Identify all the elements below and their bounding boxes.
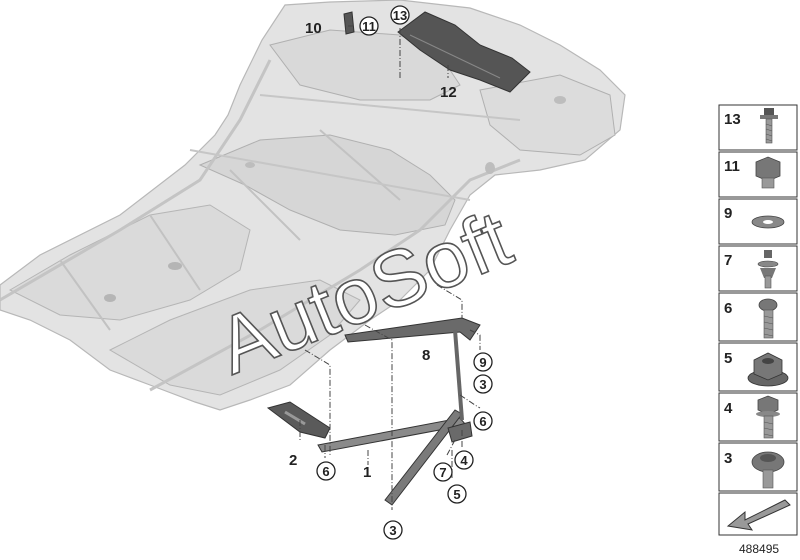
reinforcement-parts	[266, 11, 531, 506]
flange-nut-icon	[747, 352, 789, 387]
part-12-crossmember	[397, 11, 531, 93]
circled-callout-3: 3	[473, 374, 493, 394]
parts-nav-button[interactable]	[718, 492, 798, 536]
svg-text:9: 9	[479, 355, 486, 370]
hex-bolt-washer-icon	[760, 108, 778, 144]
circled-callout-3b: 3	[383, 520, 403, 540]
parts-item-4[interactable]: 4	[718, 392, 798, 442]
washer-icon	[751, 215, 785, 229]
circled-callouts: 11 13 9 3 6 4 6 7 5 3	[316, 5, 493, 540]
callout-2: 2	[289, 452, 297, 469]
callout-1: 1	[363, 464, 371, 481]
circled-callout-13: 13	[390, 5, 410, 25]
svg-text:4: 4	[724, 400, 733, 417]
circled-callout-5: 5	[447, 484, 467, 504]
circled-callout-9: 9	[473, 352, 493, 372]
parts-panel: 13 11 9	[718, 104, 798, 536]
callout-8: 8	[422, 347, 430, 364]
part-10-bracket	[343, 11, 355, 35]
svg-text:11: 11	[724, 158, 740, 175]
svg-text:9: 9	[724, 205, 732, 222]
svg-text:4: 4	[460, 453, 468, 468]
torx-flange-bolt-icon	[751, 451, 785, 489]
parts-item-6[interactable]: 6	[718, 292, 798, 342]
svg-text:7: 7	[724, 252, 732, 269]
circled-callout-11: 11	[359, 16, 379, 36]
svg-text:5: 5	[453, 487, 460, 502]
svg-text:11: 11	[362, 19, 376, 34]
circled-callout-6b: 6	[316, 461, 336, 481]
torx-bolt-icon	[758, 298, 778, 339]
bolt-with-washer-icon	[757, 250, 779, 289]
circled-callout-7: 7	[433, 462, 453, 482]
plain-callouts: 10 12 8 2 1	[289, 20, 457, 481]
svg-text:13: 13	[393, 8, 407, 23]
svg-text:6: 6	[479, 414, 486, 429]
circled-callout-6: 6	[473, 411, 493, 431]
document-number: 488495	[739, 542, 779, 556]
svg-text:6: 6	[724, 300, 732, 317]
parts-item-13[interactable]: 13	[718, 104, 798, 151]
svg-text:3: 3	[724, 450, 732, 467]
svg-text:5: 5	[724, 350, 732, 367]
circled-callout-4: 4	[454, 450, 474, 470]
parts-item-9[interactable]: 9	[718, 198, 798, 245]
svg-text:3: 3	[389, 523, 396, 538]
svg-text:13: 13	[724, 111, 741, 128]
svg-text:6: 6	[322, 464, 329, 479]
parts-item-7[interactable]: 7	[718, 245, 798, 292]
hex-nut-cap-icon	[755, 156, 781, 189]
hex-flange-bolt-icon	[756, 395, 780, 439]
svg-text:3: 3	[479, 377, 486, 392]
leader-lines	[299, 25, 481, 510]
parts-item-3[interactable]: 3	[718, 442, 798, 492]
svg-text:7: 7	[439, 465, 446, 480]
vehicle-underbody-illustration	[0, 0, 626, 411]
arrow-down-left-icon	[726, 499, 791, 531]
callout-10: 10	[305, 20, 322, 37]
parts-item-11[interactable]: 11	[718, 151, 798, 198]
callout-12: 12	[440, 84, 457, 101]
parts-item-5[interactable]: 5	[718, 342, 798, 392]
